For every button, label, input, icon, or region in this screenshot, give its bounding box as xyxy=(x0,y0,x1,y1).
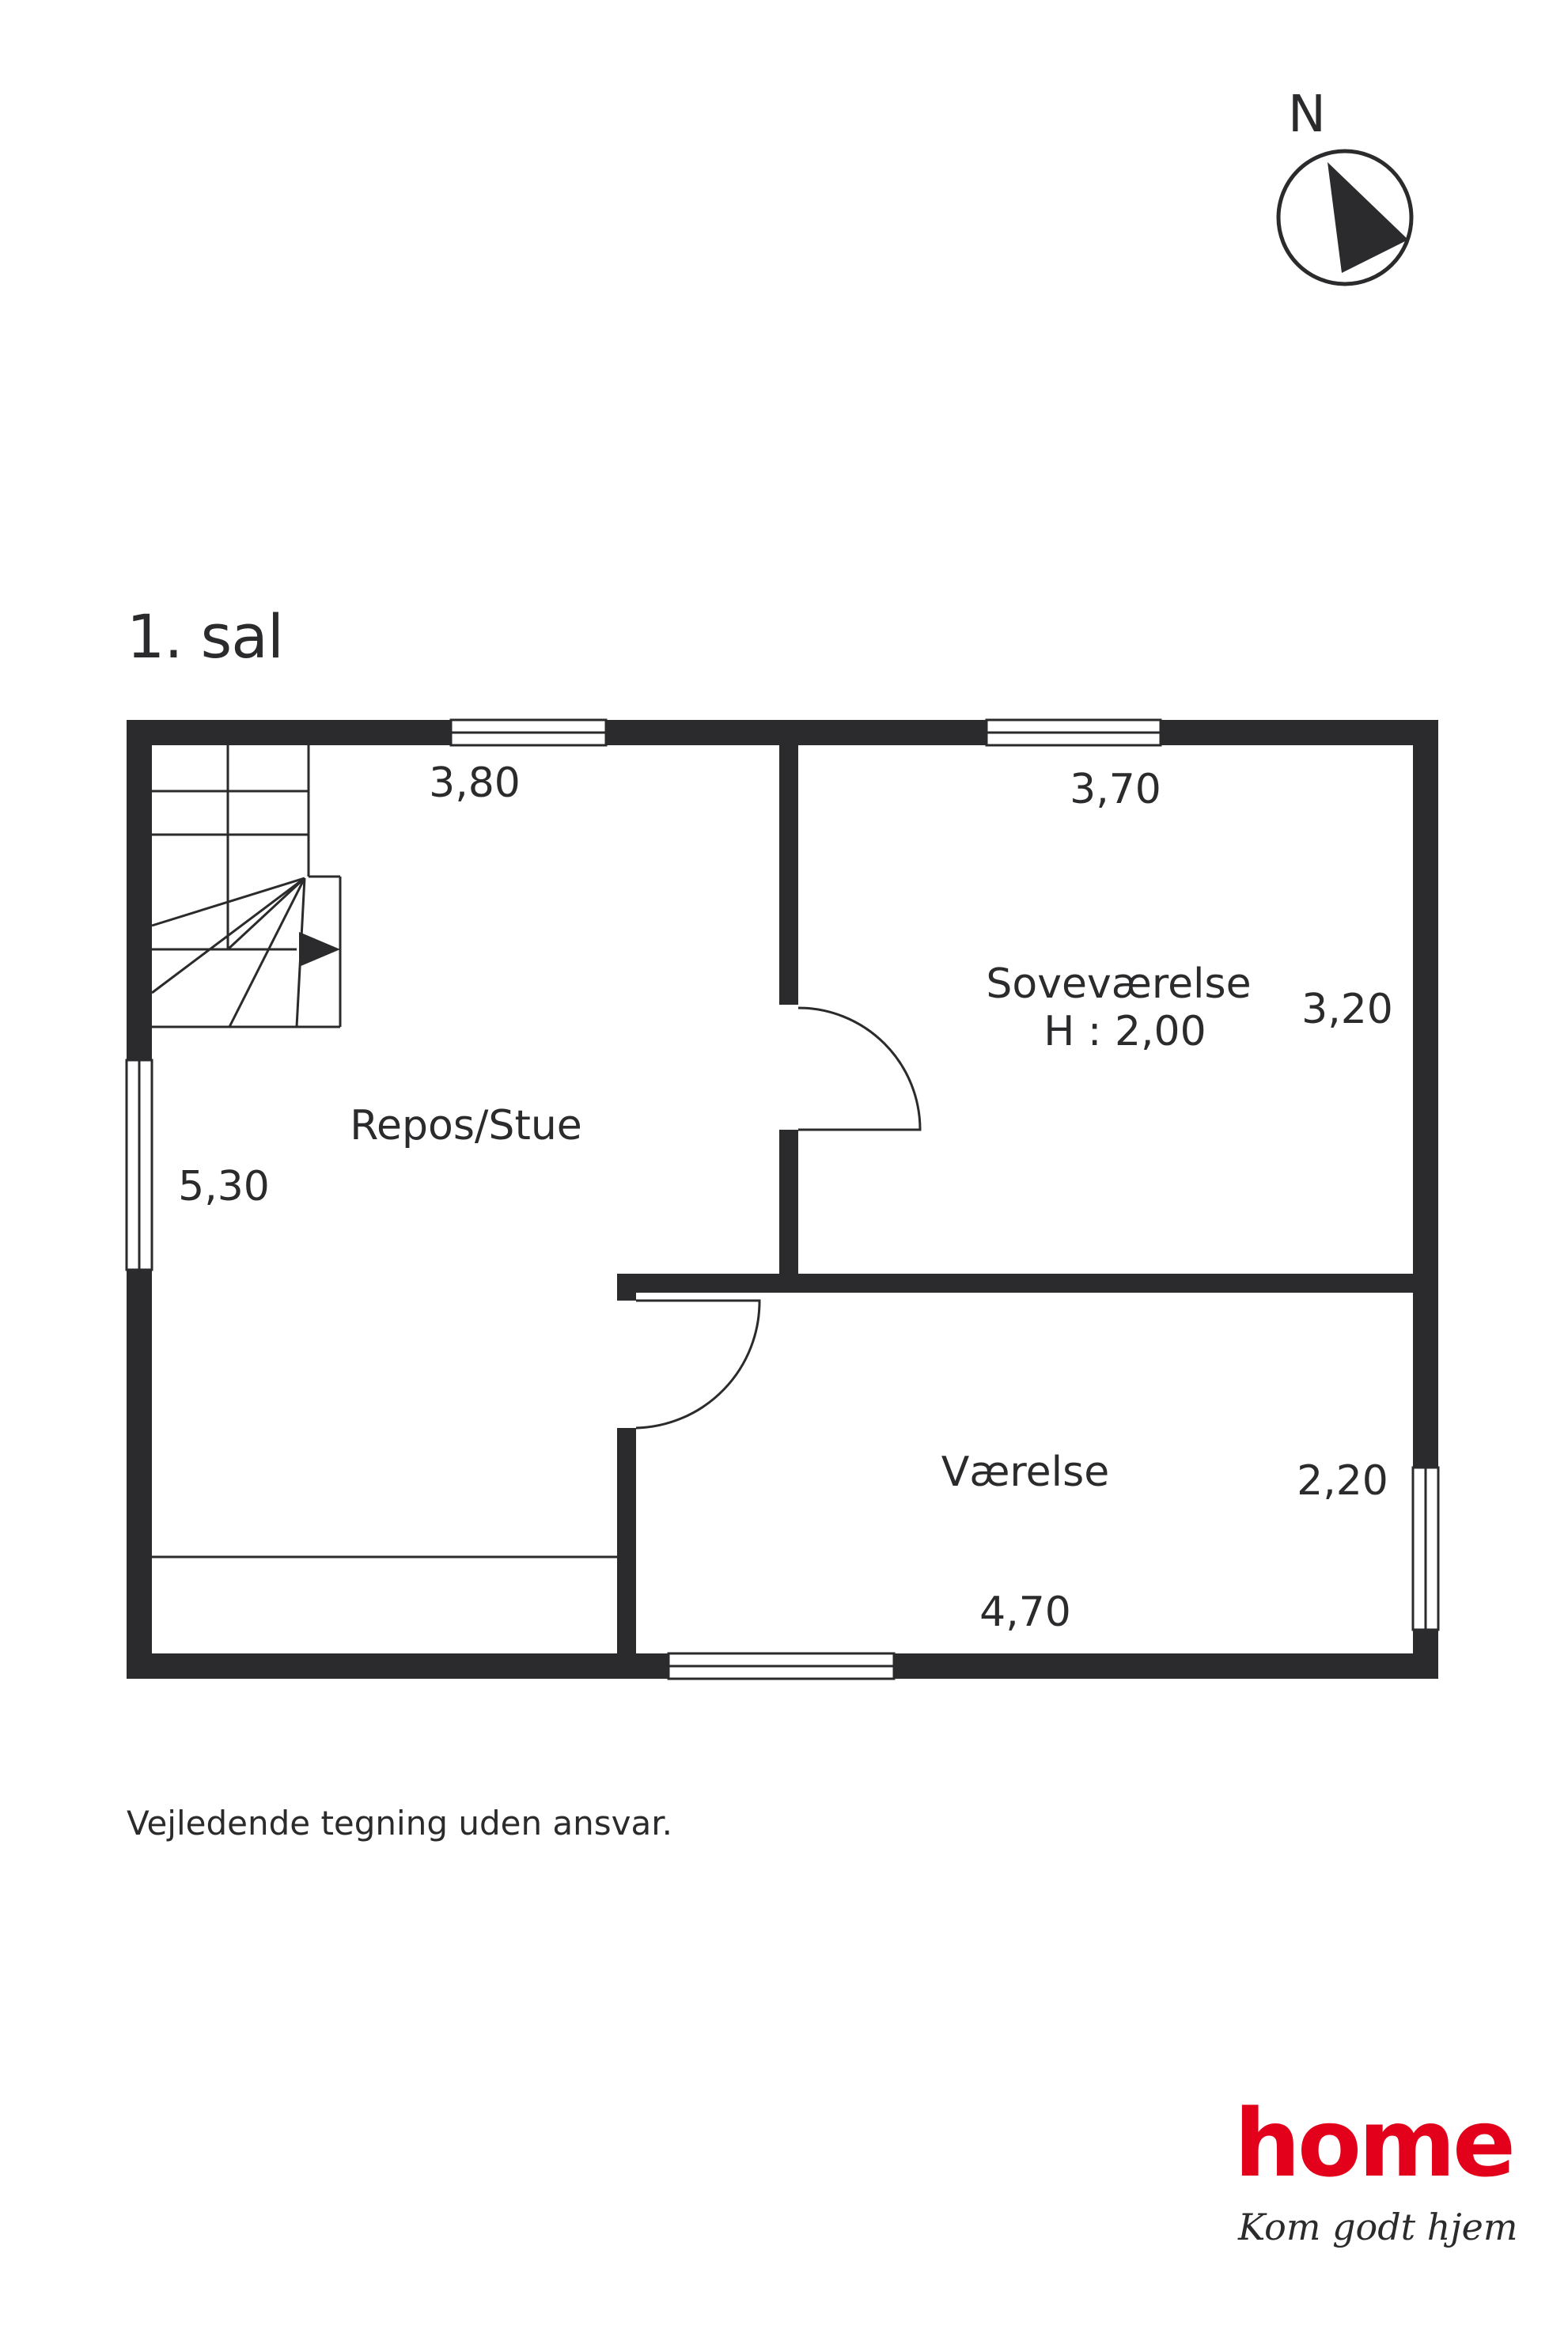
dim-repos-side: 5,30 xyxy=(178,1163,270,1210)
room-height-sove: H : 2,00 xyxy=(1043,1008,1206,1055)
room-label-repos: Repos/Stue xyxy=(350,1102,582,1149)
home-logo-tagline: Kom godt hjem xyxy=(1238,2206,1518,2248)
north-arrow-icon xyxy=(1276,149,1414,286)
home-logo: home xyxy=(1234,2089,1516,2198)
outer-wall-top xyxy=(127,720,1438,745)
dim-vaerelse-bottom: 4,70 xyxy=(979,1589,1071,1636)
wall-repos-sove-upper xyxy=(779,745,798,1005)
door-sove xyxy=(797,1006,922,1131)
wall-repos-sove-lower xyxy=(779,1130,798,1275)
doors xyxy=(635,1006,922,1430)
room-label-sove: Soveværelse xyxy=(986,960,1252,1008)
dim-repos-top: 3,80 xyxy=(429,759,521,807)
windows xyxy=(125,718,1440,1680)
dim-sove-top: 3,70 xyxy=(1070,766,1161,813)
disclaimer: Vejledende tegning uden ansvar. xyxy=(127,1804,673,1843)
door-vaerelse xyxy=(635,1299,761,1430)
dim-sove-side: 3,20 xyxy=(1301,986,1393,1033)
dim-vaerelse-side: 2,20 xyxy=(1297,1457,1388,1505)
wall-sove-vaerelse xyxy=(617,1274,1413,1293)
walls xyxy=(127,720,1438,1679)
stair-direction-arrow-icon xyxy=(299,932,340,967)
wall-vaerelse-left xyxy=(617,1428,636,1653)
wall-vaerelse-stub xyxy=(617,1274,636,1301)
compass-north-label: N xyxy=(1288,85,1326,144)
staircase xyxy=(151,745,342,1028)
floor-title: 1. sal xyxy=(127,601,284,672)
room-label-vaerelse: Værelse xyxy=(941,1449,1110,1496)
